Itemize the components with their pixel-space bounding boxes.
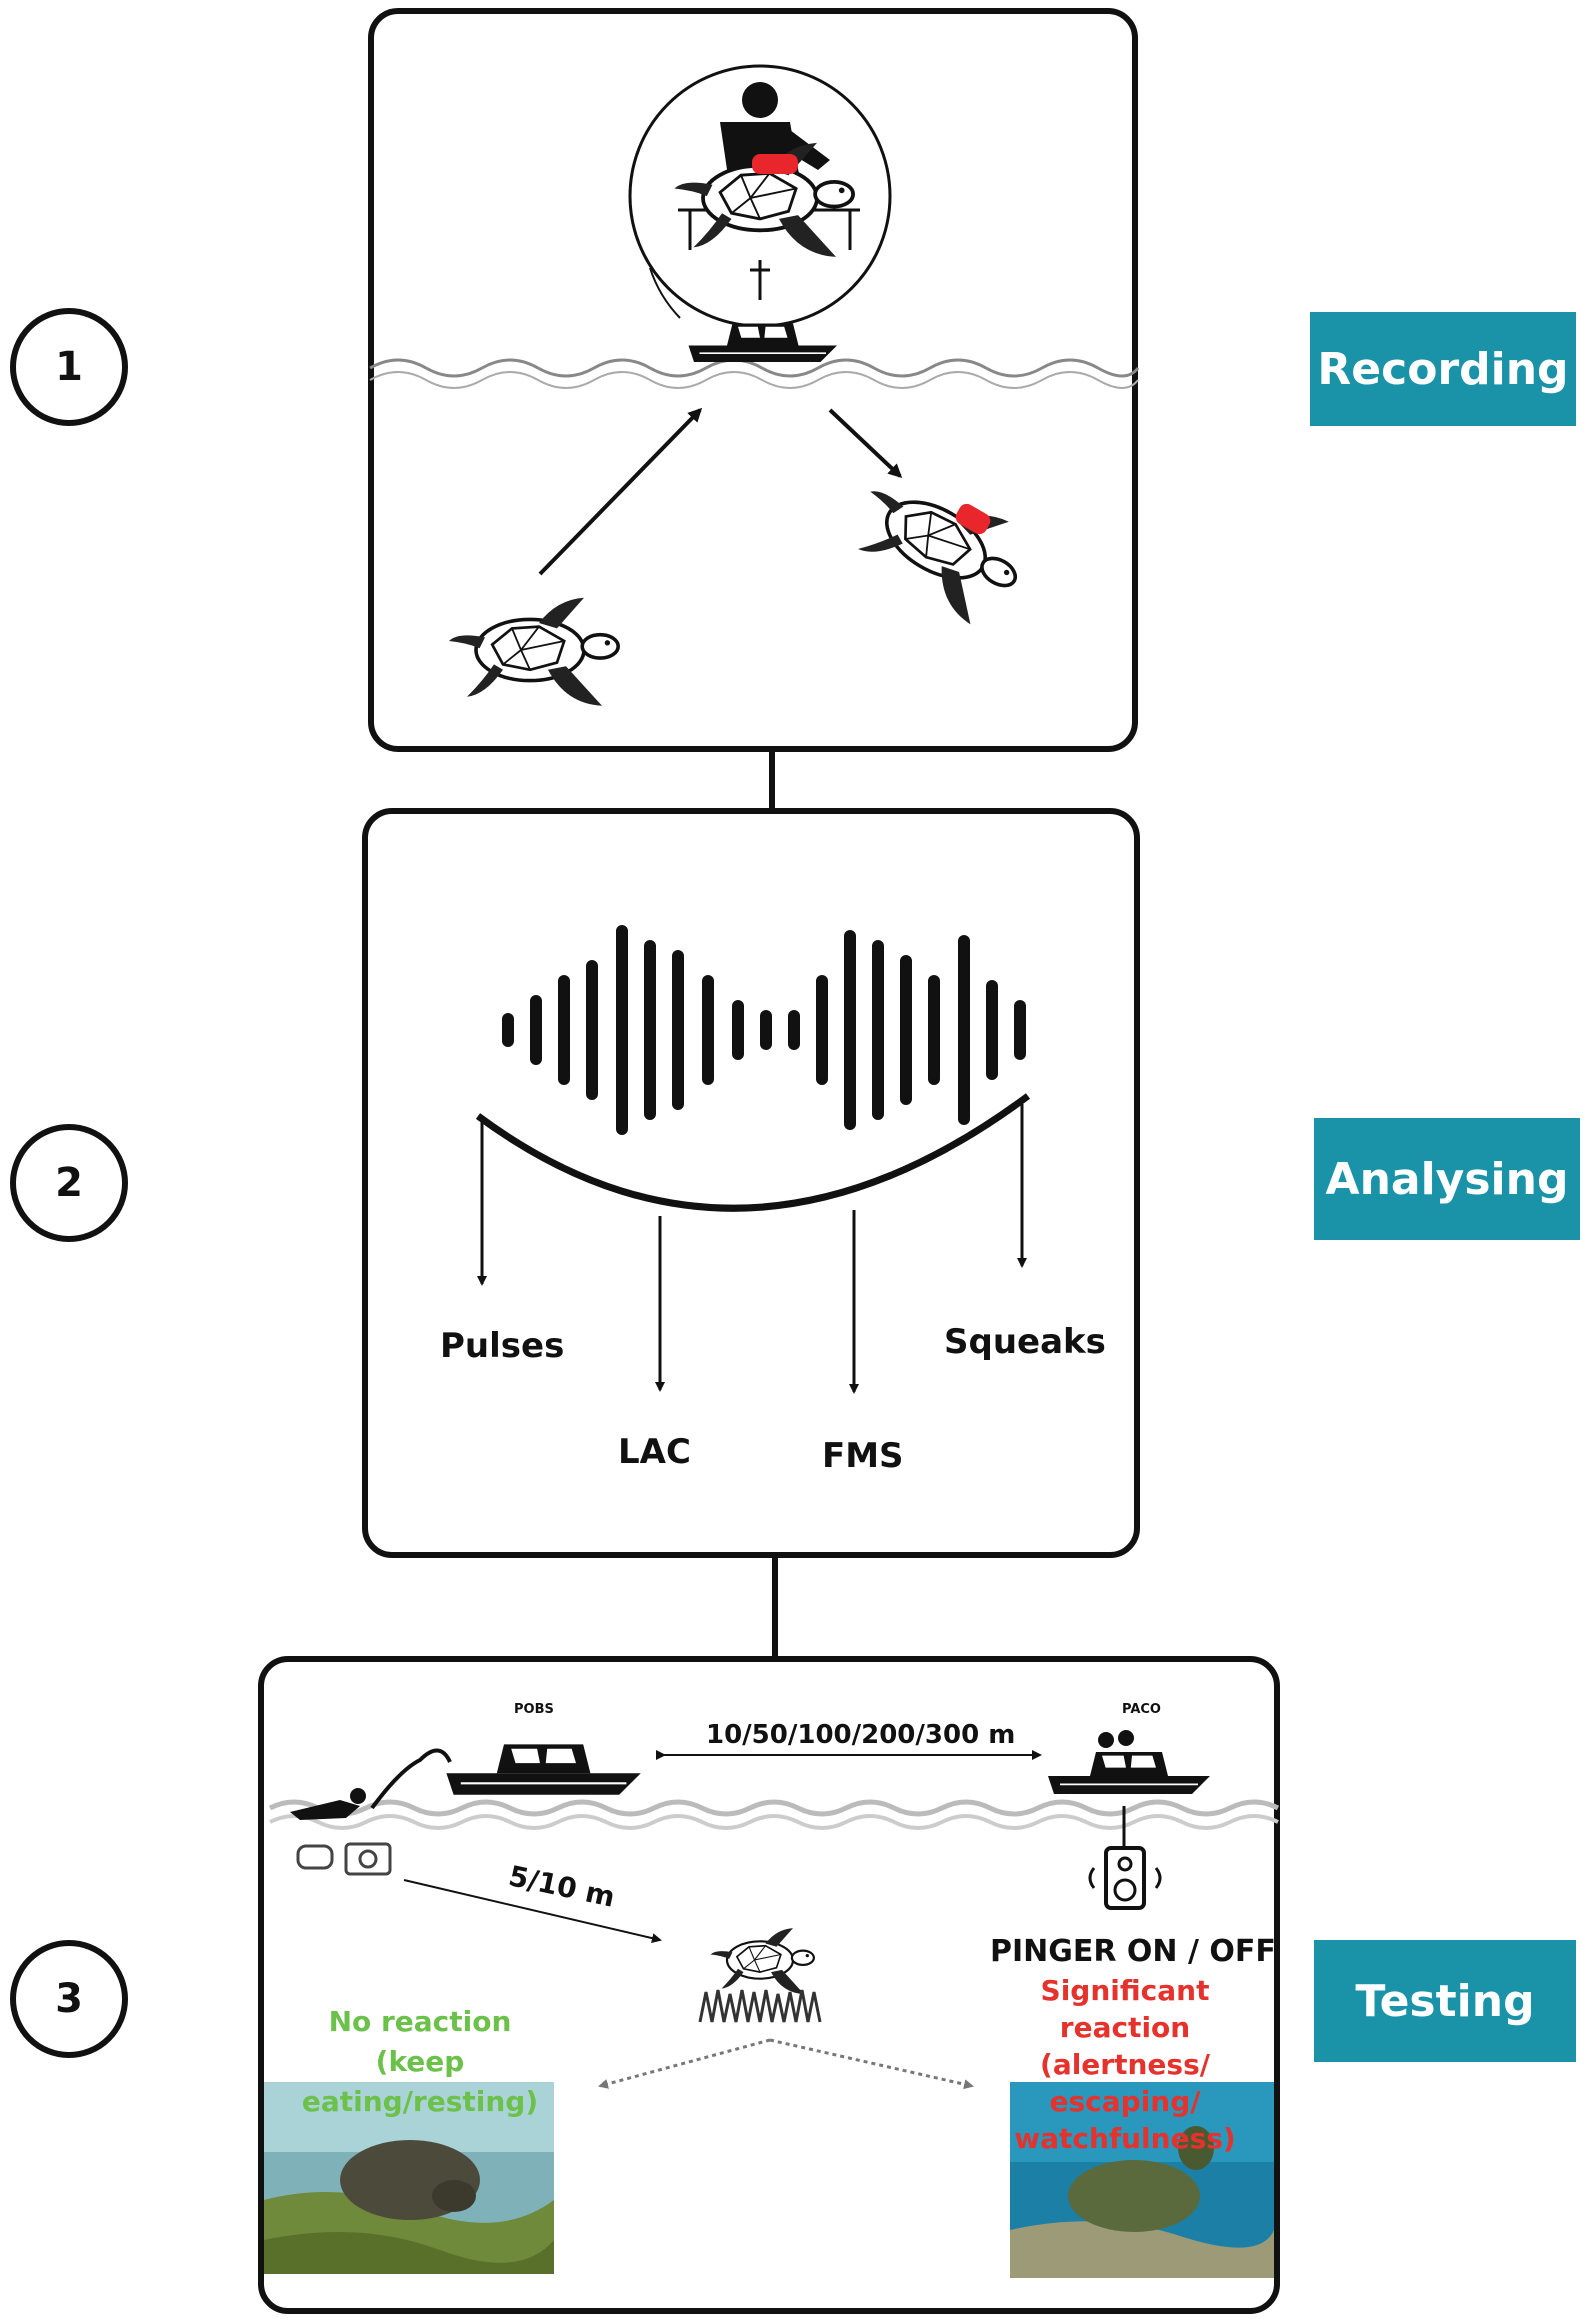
- stage-tag-recording: Recording: [1310, 312, 1576, 426]
- boat-label-pobs: POBS: [514, 1702, 554, 1717]
- pinger-label: PINGER ON / OFF: [990, 1934, 1276, 1969]
- testing-illustration: [268, 1730, 1280, 2090]
- waveform-bar: [586, 960, 598, 1100]
- waveform-bar: [986, 980, 998, 1080]
- waveform-bar: [702, 975, 714, 1085]
- waveform-bar: [844, 930, 856, 1130]
- waveform-bar: [558, 975, 570, 1085]
- waveform-bar: [502, 1013, 514, 1047]
- significant-reaction-label: Significant reaction (alertness/ escapin…: [1014, 1974, 1236, 2155]
- waveform-bar: [872, 940, 884, 1120]
- waveform-bar: [928, 975, 940, 1085]
- step-3-circle: 3: [10, 1940, 128, 2058]
- speaker-icon: [1088, 1806, 1162, 1910]
- waveform-bar: [760, 1010, 772, 1050]
- connector-1-2: [769, 752, 775, 808]
- waveform-bar: [616, 925, 628, 1135]
- waveform-bar: [900, 955, 912, 1105]
- label-lac: LAC: [618, 1432, 691, 1472]
- photo-no-reaction: [264, 2082, 554, 2274]
- waveform-bar: [530, 995, 542, 1065]
- seagrass: [698, 1989, 822, 2023]
- boat-label-paco: PACO: [1122, 1702, 1161, 1717]
- analysing-panel: [362, 808, 1140, 1558]
- no-reaction-label: No reaction (keep eating/resting): [301, 2005, 539, 2118]
- label-pulses: Pulses: [440, 1326, 565, 1366]
- step-1-circle: 1: [10, 308, 128, 426]
- mask-camera-icon: [296, 1842, 392, 1876]
- waveform-bar: [958, 935, 970, 1125]
- waveform-bar: [1014, 1000, 1026, 1060]
- label-squeaks: Squeaks: [944, 1322, 1106, 1362]
- waveform-bar: [644, 940, 656, 1120]
- stage-tag-analysing: Analysing: [1314, 1118, 1580, 1240]
- waveform-bar: [816, 975, 828, 1085]
- photo-significant-reaction: [1010, 2082, 1274, 2278]
- label-fms: FMS: [822, 1436, 904, 1476]
- recording-illustration: [369, 64, 1140, 708]
- step-2-circle: 2: [10, 1124, 128, 1242]
- waveform-bar: [732, 1000, 744, 1060]
- tag-device: [752, 154, 798, 174]
- waveform-bar: [672, 950, 684, 1110]
- connector-2-3: [772, 1558, 778, 1656]
- waveform: [502, 925, 1026, 1135]
- analysing-arcs: [475, 1093, 1031, 1394]
- stage-tag-testing: Testing: [1314, 1940, 1576, 2062]
- distance-boats-label: 10/50/100/200/300 m: [706, 1720, 1016, 1750]
- waveform-bar: [788, 1010, 800, 1050]
- diver-icon: [290, 1800, 360, 1820]
